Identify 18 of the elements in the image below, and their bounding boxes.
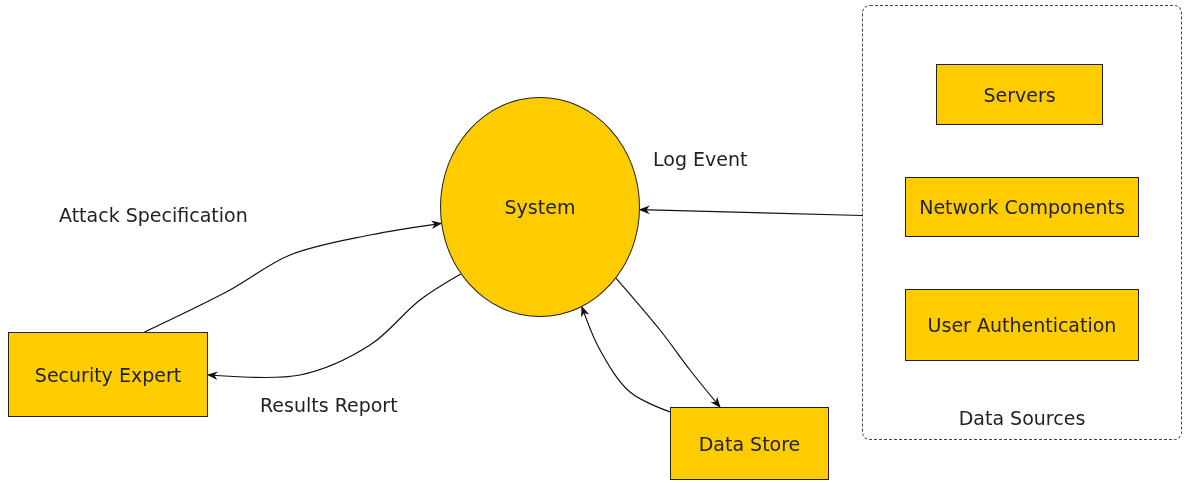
arrow bbox=[581, 305, 671, 413]
edge-label: Attack Specification bbox=[57, 204, 250, 226]
arrow bbox=[638, 205, 863, 217]
node-label: Servers bbox=[983, 83, 1056, 106]
node-label: User Authentication bbox=[927, 314, 1117, 336]
node-label: Network Components bbox=[919, 196, 1125, 218]
arrow bbox=[206, 273, 462, 380]
entity-box bbox=[905, 177, 1139, 237]
entity-box bbox=[905, 289, 1139, 361]
node-label: Security Expert bbox=[34, 363, 182, 386]
node-label: Data Store bbox=[698, 432, 801, 455]
entity-box bbox=[8, 332, 208, 417]
edge-label: Results Report bbox=[258, 394, 400, 416]
node-label: System bbox=[504, 196, 576, 218]
group-title: Data Sources bbox=[958, 407, 1086, 429]
group-container bbox=[862, 5, 1182, 440]
entity-box bbox=[936, 64, 1103, 125]
entity-box bbox=[670, 407, 829, 480]
